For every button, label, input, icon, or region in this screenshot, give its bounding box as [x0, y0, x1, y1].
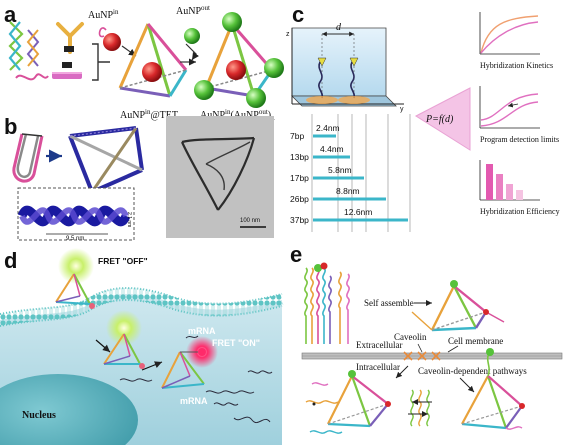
- hairpin-loop-icon: [12, 133, 44, 183]
- cell-membrane-d: [0, 288, 284, 326]
- released-strands: [408, 389, 432, 427]
- pink-rod-icon: [52, 62, 82, 79]
- fret-off-label: FRET "OFF": [98, 256, 148, 266]
- bp-label-7: 7bp: [290, 131, 304, 141]
- y-junction-icon: [56, 22, 84, 54]
- kinetics-chart: Hybridization Kinetics: [479, 12, 553, 70]
- axis-z-label: z: [286, 31, 290, 38]
- probe-fret-on: [161, 348, 206, 389]
- nm-label-8-8: 8.8nm: [336, 186, 360, 196]
- aunp-in-tet-label: AuNPin@TET: [120, 108, 178, 121]
- panel-c-letter: c: [292, 2, 304, 27]
- panel-d: Nucleus d FRET "OFF": [0, 246, 284, 445]
- bp-label-26: 26bp: [290, 194, 309, 204]
- coil-width-label: 2.1 nm: [126, 212, 132, 227]
- aunp-in-label: AuNPin: [88, 8, 119, 21]
- chart-title-efficiency: Hybridization Efficiency: [480, 207, 560, 216]
- intracellular-tetrahedron-right: [461, 348, 525, 430]
- tetrahedron-frame: [68, 126, 144, 194]
- panel-c: c z y d: [286, 2, 560, 232]
- panel-b: b 9.5 nm 2.1 nm: [4, 114, 274, 242]
- nm-label-5-8: 5.8nm: [328, 165, 352, 175]
- panel-b-letter: b: [4, 114, 17, 139]
- mrna-strands: [119, 335, 273, 424]
- nm-label-12-6: 12.6nm: [344, 207, 372, 217]
- efficiency-chart: Hybridization Efficiency: [479, 160, 560, 216]
- pathways-label: Caveolin-dependent pathways: [418, 366, 527, 376]
- fret-on-label: FRET "ON": [212, 338, 260, 348]
- coil-scale-label: 9.5 nm: [66, 236, 84, 242]
- merge-bracket: [92, 43, 110, 81]
- surface-probe-box: z y d: [286, 22, 404, 113]
- tem-tetrahedron-outline: [180, 136, 256, 211]
- bp-label-17: 17bp: [290, 173, 309, 183]
- formula-cone: P=f(d): [414, 87, 471, 151]
- nm-label-2-4: 2.4nm: [316, 123, 340, 133]
- panel-a: a AuNPin: [4, 2, 284, 123]
- panel-e: e Self assemble Cave: [290, 242, 563, 434]
- extracellular-label: Extracellular: [356, 340, 402, 350]
- tetrahedron-aunp-in: [118, 23, 188, 98]
- free-dna-strands: [304, 262, 350, 344]
- panel-a-letter: a: [4, 2, 17, 27]
- probe-internalized: [103, 333, 145, 369]
- nm-label-4-4: 4.4nm: [320, 144, 344, 154]
- probe-fret-off: [55, 273, 95, 309]
- aunp-out-label: AuNPout: [176, 4, 210, 17]
- gold-nanoparticle-green: [184, 28, 200, 44]
- dna-strand-bundle-icon: [8, 21, 49, 81]
- caveolin-markers: [403, 351, 441, 361]
- chart-title-detection: Program detection limits: [480, 135, 559, 144]
- bp-label-13: 13bp: [290, 152, 309, 162]
- self-assemble-label: Self assemble: [364, 298, 414, 308]
- dna-coil-icon: [17, 205, 131, 227]
- panel-e-letter: e: [290, 242, 302, 267]
- mrna-label-1: mRNA: [188, 326, 216, 336]
- intracellular-label: Intracellular: [356, 362, 400, 372]
- detection-limits-chart: Program detection limits: [479, 86, 559, 144]
- formula-label: P=f(d): [425, 114, 454, 125]
- donor-glow: [58, 248, 94, 284]
- tem-scale-label: 100 nm: [240, 218, 260, 224]
- chart-title-kinetics: Hybridization Kinetics: [480, 61, 553, 70]
- tetrahedron-aunp-in-out: [194, 12, 284, 108]
- distance-d-label: d: [336, 22, 342, 33]
- nucleus-label: Nucleus: [22, 410, 56, 421]
- nucleus: [0, 374, 138, 445]
- cell-membrane-label: Cell membrane: [448, 336, 503, 346]
- intracellular-tetrahedron-left: [305, 370, 391, 434]
- axis-y-label: y: [400, 106, 404, 113]
- assembled-tetrahedron-e: [411, 280, 505, 332]
- panel-d-letter: d: [4, 248, 17, 273]
- spacing-ruler: 7bp 13bp 17bp 26bp 37bp 2.4nm 4.4nm 5.8n…: [290, 114, 411, 232]
- gold-nanoparticle-red: [103, 33, 121, 51]
- caveolin-label: Caveolin: [394, 332, 427, 342]
- mrna-label-2: mRNA: [180, 396, 208, 406]
- bp-label-37: 37bp: [290, 215, 309, 225]
